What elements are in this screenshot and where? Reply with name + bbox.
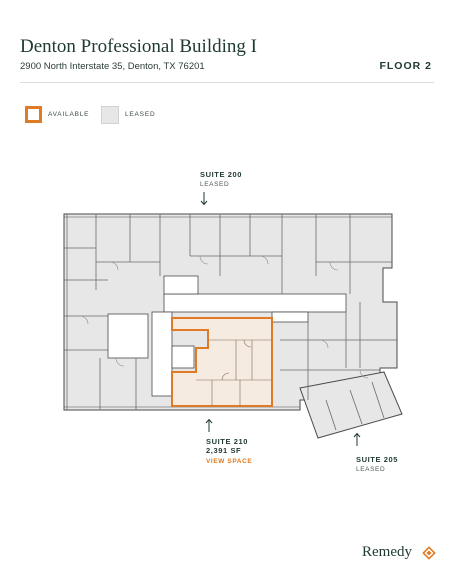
central-corridor (163, 293, 347, 313)
brand-name: Remedy (362, 544, 412, 560)
core-stair (151, 311, 173, 397)
legend-available-label: AVAILABLE (48, 111, 90, 118)
header-divider (20, 82, 434, 83)
legend-leased-swatch (101, 106, 119, 124)
corridor-right (271, 311, 309, 323)
corridor-upper (163, 275, 199, 295)
suite-200-status: LEASED (200, 181, 230, 188)
legend-leased-label: LEASED (125, 111, 156, 118)
suite-205-name: SUITE 205 (356, 455, 399, 464)
legend-available-swatch (25, 106, 42, 123)
page-title: Denton Professional Building I (20, 36, 257, 57)
view-space-link[interactable]: VIEW SPACE (206, 458, 253, 465)
suite-210-size: 2,391 SF (206, 446, 242, 455)
leased-area-suite-205 (299, 371, 403, 439)
suite-210-arrow-icon (205, 418, 213, 432)
brand-logo-icon (422, 546, 436, 560)
suite-210-name: SUITE 210 (206, 437, 249, 446)
lobby-left (107, 313, 149, 359)
suite-205-status: LEASED (356, 466, 386, 473)
suite-200-name: SUITE 200 (200, 170, 243, 179)
floor-label: FLOOR 2 (379, 60, 432, 72)
elevator-lobby (171, 345, 195, 369)
suite-200-arrow-icon (200, 192, 208, 206)
suite-205-arrow-icon (353, 432, 361, 446)
building-address: 2900 North Interstate 35, Denton, TX 762… (20, 61, 205, 72)
